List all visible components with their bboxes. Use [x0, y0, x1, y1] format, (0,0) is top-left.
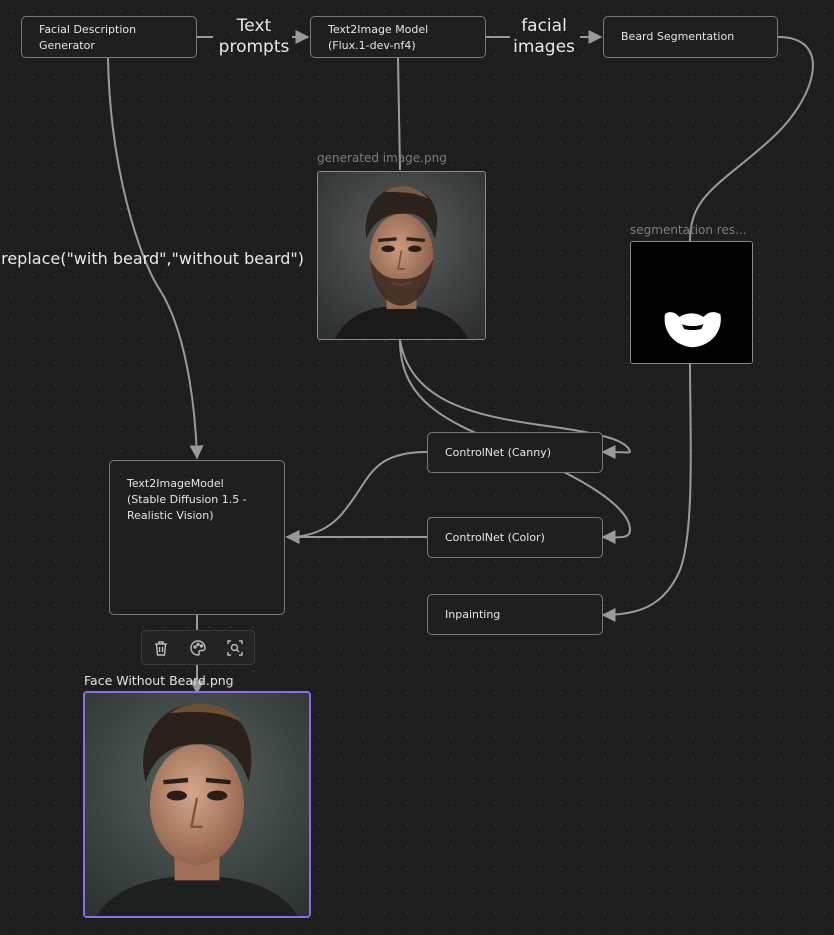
edge-label-text-prompts: Text prompts	[218, 16, 290, 57]
edge-canny-to-sd	[285, 451, 428, 544]
node-text2image-sd[interactable]: Text2ImageModel (Stable Diffusion 1.5 - …	[109, 460, 285, 615]
zoom-fit-icon[interactable]	[224, 637, 246, 659]
edge-label-facial-images: facial images	[513, 16, 575, 57]
trash-icon[interactable]	[150, 637, 172, 659]
face-without-beard-title: Face Without Beard.png	[84, 673, 234, 688]
clean-shaven-portrait	[85, 693, 309, 916]
node-text2image-flux[interactable]: Text2Image Model (Flux.1-dev-nf4)	[310, 16, 486, 58]
node-controlnet-color[interactable]: ControlNet (Color)	[427, 517, 603, 558]
node-toolbar	[141, 630, 255, 665]
edge-segresult-to-inpaint	[601, 363, 692, 622]
palette-icon[interactable]	[187, 637, 209, 659]
node-controlnet-canny[interactable]: ControlNet (Canny)	[427, 432, 603, 473]
node-inpainting[interactable]: Inpainting	[427, 594, 603, 635]
beard-mask-shape	[631, 242, 752, 363]
edge-seg-to-segresult	[689, 36, 814, 242]
segmentation-result-title: segmentation res...	[630, 223, 747, 237]
edge-label-replace-code: .replace("with beard","without beard")	[0, 249, 304, 268]
node-beard-segmentation[interactable]: Beard Segmentation	[603, 16, 778, 58]
generated-image[interactable]	[317, 171, 486, 340]
generated-image-title: generated image.png	[317, 151, 447, 165]
node-facial-description-generator[interactable]: Facial Description Generator	[21, 16, 197, 58]
bearded-man-portrait	[318, 172, 485, 339]
face-without-beard-image[interactable]	[83, 691, 311, 918]
segmentation-result-image[interactable]	[630, 241, 753, 364]
